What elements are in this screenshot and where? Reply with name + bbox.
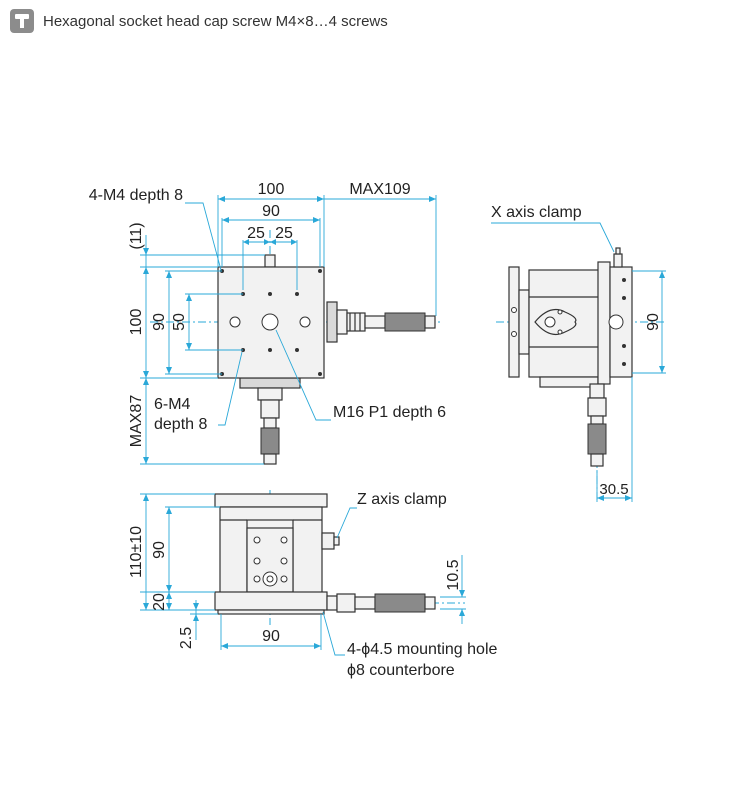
dim-90-vertical: 90 [151,541,168,559]
dim-10-5: 10.5 [445,559,462,590]
dim-25-left: 25 [247,225,265,242]
dim-100-height: 100 [128,309,145,336]
label-z-axis-clamp: Z axis clamp [357,491,447,508]
label-6m4-depth: depth 8 [154,416,207,433]
dim-90-height: 90 [151,313,168,331]
dim-110-pm-10: 110±10 [128,526,145,578]
header-caption: Hexagonal socket head cap screw M4×8…4 s… [43,12,388,30]
label-mounting-hole: 4-ϕ4.5 mounting hole [347,641,497,658]
dim-90-base: 90 [262,628,280,645]
header: Hexagonal socket head cap screw M4×8…4 s… [10,8,388,34]
side-view: X axis clamp 90 30.5 [491,204,666,502]
dim-25-right: 25 [275,225,293,242]
label-6m4: 6-M4 [154,396,191,413]
label-m16-p1-depth6: M16 P1 depth 6 [333,404,446,421]
dim-2-5: 2.5 [178,627,195,649]
dim-11: (11) [128,222,145,249]
dim-50: 50 [171,313,188,331]
screw-type-icon [10,9,34,33]
dim-90-width: 90 [262,203,280,220]
top-view: 100 MAX109 90 25 25 4-M4 depth 8 (11) 10… [89,181,446,465]
dim-90-side: 90 [645,313,662,331]
dim-max109: MAX109 [349,181,410,198]
dim-max87: MAX87 [128,395,145,448]
dim-20: 20 [151,593,168,611]
label-x-axis-clamp: X axis clamp [491,204,582,221]
dim-100-width: 100 [258,181,285,198]
front-view: Z axis clamp 110±10 90 20 2.5 90 10.5 4-… [128,490,497,679]
label-4m4-depth8: 4-M4 depth 8 [89,187,183,204]
label-counterbore: ϕ8 counterbore [347,662,455,679]
dim-30-5: 30.5 [599,481,628,498]
